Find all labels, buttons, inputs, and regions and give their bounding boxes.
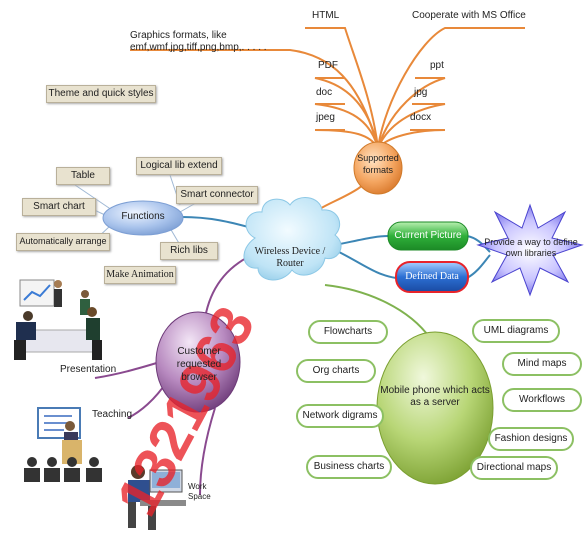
workspace-illustration [128, 465, 186, 530]
mobile-fashion-designs: Fashion designs [488, 427, 574, 451]
workspace-label: Work Space [188, 482, 211, 501]
central-cloud [243, 197, 342, 281]
format-pdf: PDF [318, 60, 338, 71]
theme-quick-styles: Theme and quick styles [46, 85, 156, 103]
format-jpg: jpg [414, 87, 428, 98]
custom-library-star [476, 203, 584, 297]
mobile-business-charts: Business charts [306, 455, 392, 479]
presentation-label: Presentation [60, 364, 117, 375]
supported-formats-hub [353, 141, 403, 195]
teaching-illustration [24, 407, 102, 482]
star-label: Provide a way to define own libraries [484, 237, 578, 258]
mobile-network-digrams: Network digrams [296, 404, 384, 428]
functions-hub [102, 200, 184, 236]
mobile-workflows: Workflows [502, 388, 582, 412]
format-doc: doc [316, 87, 333, 98]
format-connectors [130, 27, 525, 216]
mobile-flowcharts: Flowcharts [308, 320, 388, 344]
format-html: HTML [312, 10, 340, 21]
function-make-animation: Make Animation [104, 266, 176, 284]
function-logical-lib: Logical lib extend [136, 157, 222, 175]
function-auto-arrange: Automatically arrange [16, 233, 110, 251]
format-ms-office: Cooperate with MS Office [412, 10, 526, 21]
defined-data-pill [395, 261, 469, 293]
mobile-uml-diagrams: UML diagrams [472, 319, 560, 343]
browser-label: Customer requested browser [176, 346, 222, 383]
format-ppt: ppt [430, 60, 444, 71]
function-smart-chart: Smart chart [22, 198, 96, 216]
current-picture-label: Current Picture [394, 230, 462, 241]
teaching-label: Teaching [92, 409, 133, 420]
function-rich-libs: Rich libs [160, 242, 218, 260]
functions-label: Functions [121, 211, 165, 222]
browser-hub [155, 311, 241, 413]
central-label: Wireless Device / Router [254, 246, 326, 269]
presentation-illustration [14, 279, 102, 360]
defined-data-label: Defined Data [405, 271, 459, 282]
green-connectors [324, 284, 431, 339]
mobile-label: Mobile phone which acts as a server [380, 385, 490, 408]
function-smart-connector: Smart connector [176, 186, 258, 204]
function-table: Table [56, 167, 110, 185]
mobile-org-charts: Org charts [296, 359, 376, 383]
format-jpeg: jpeg [316, 112, 335, 123]
graphics-formats-note: Graphics formats, like emf,wmf,jpg,tiff,… [130, 30, 267, 53]
format-docx: docx [410, 112, 432, 123]
mobile-directional-maps: Directional maps [470, 456, 558, 480]
supported-formats-label: Supported formats [357, 153, 399, 175]
mobile-mind-maps: Mind maps [502, 352, 582, 376]
current-picture-pill [387, 221, 469, 251]
